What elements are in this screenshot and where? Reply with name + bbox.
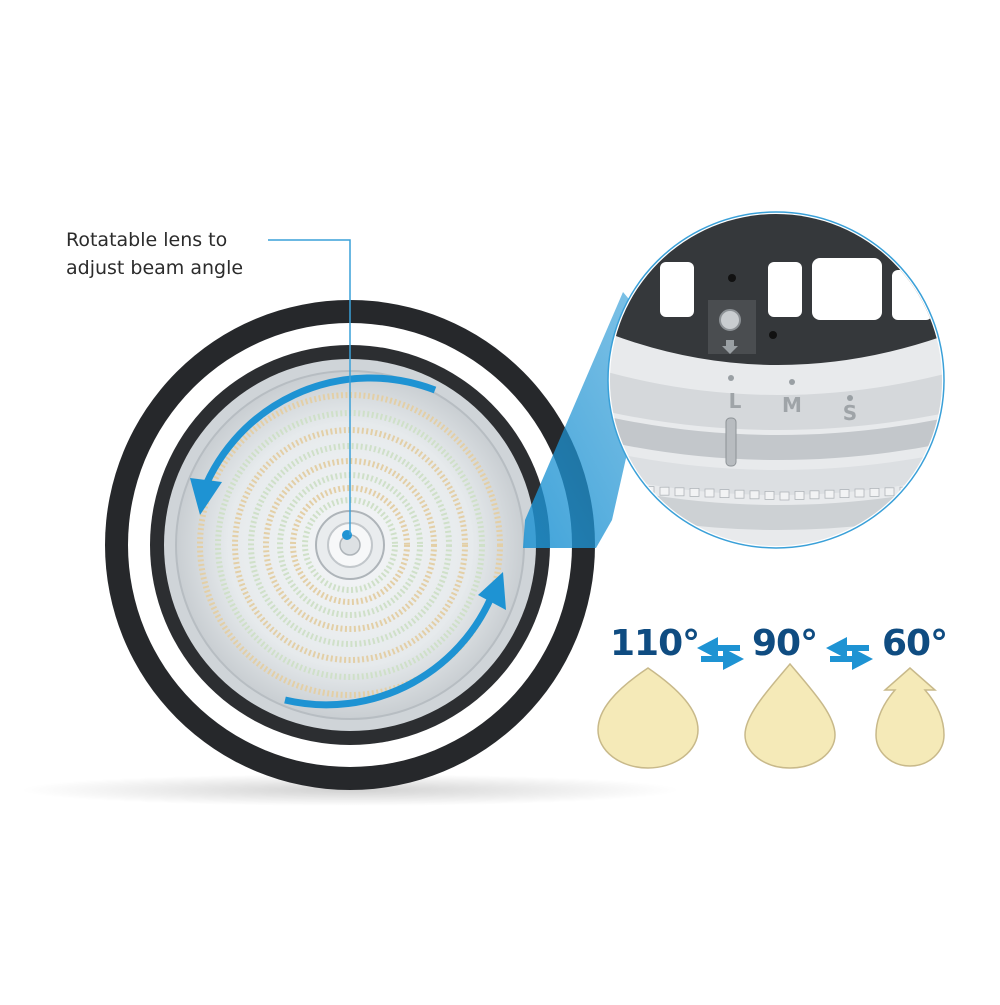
beam-shape-60 [875, 667, 945, 767]
vent-slot [470, 700, 493, 720]
detail-led [659, 486, 670, 496]
beam-shape-90 [744, 662, 836, 769]
detail-magnified-view [607, 211, 945, 549]
vent-slot [207, 370, 230, 390]
vent-slot [151, 625, 169, 648]
vent-slot [470, 370, 493, 390]
detail-led [689, 487, 700, 497]
vent-slot [531, 625, 549, 648]
vent-slot [137, 486, 152, 510]
vent-slot [505, 665, 525, 688]
vent-slot [385, 332, 409, 347]
detail-led [704, 488, 715, 498]
scale-mark-m: M [782, 393, 802, 417]
detail-led [914, 486, 925, 496]
vent-slot [175, 402, 195, 425]
housing-vents [134, 329, 566, 761]
detail-led [674, 487, 685, 497]
detail-led [794, 490, 805, 500]
lens-slider-handle [725, 417, 737, 467]
detail-led [809, 490, 820, 500]
detail-led [869, 487, 880, 497]
swap-arrows-icon [826, 637, 873, 670]
detail-led [734, 489, 745, 499]
vent-slot [430, 346, 453, 364]
vent-slot [207, 700, 230, 720]
led-ring [248, 443, 452, 647]
scale-mark-s: S [843, 401, 857, 425]
detail-led [749, 490, 760, 500]
led-ring [290, 485, 410, 605]
swap-arrows-icon [697, 637, 744, 670]
led-ring [263, 458, 437, 632]
detail-led [824, 489, 835, 499]
vent-slot [247, 346, 270, 364]
scale-mark-l: L [729, 389, 742, 413]
detail-led [839, 489, 850, 499]
rotation-arrowhead-icon [478, 572, 506, 610]
callout-line-2: adjust beam angle [66, 257, 244, 279]
beam-angle-110-label: 110° [610, 623, 700, 664]
vent-slot [505, 402, 525, 425]
screw-icon [719, 309, 741, 331]
detail-led [779, 491, 790, 501]
vent-slot [291, 743, 315, 758]
detail-led [629, 485, 640, 495]
vent-slot [175, 665, 195, 688]
beam-angle-60-label: 60° [882, 623, 948, 664]
down-arrow-icon [722, 340, 738, 354]
detail-led [929, 485, 940, 495]
vent-slot [385, 743, 409, 758]
vent-slot [430, 726, 453, 744]
rotation-arrow-icon [284, 583, 500, 709]
detail-led [884, 487, 895, 497]
beam-shape-110 [597, 667, 699, 769]
vent-slot [291, 332, 315, 347]
vent-slot [548, 580, 563, 604]
detail-led [719, 489, 730, 499]
detail-led [854, 488, 865, 498]
vent-slot [247, 726, 270, 744]
callout-leader-line [268, 239, 351, 535]
vent-slot [531, 442, 549, 465]
callout-line-1: Rotatable lens to [66, 229, 228, 251]
rotation-arrowhead-icon [190, 478, 222, 515]
vent-slot [134, 534, 144, 556]
detail-led [764, 490, 775, 500]
vent-slot [137, 580, 152, 604]
vent-slot [151, 442, 169, 465]
beam-angle-90-label: 90° [752, 623, 818, 664]
lens-callout: Rotatable lens to adjust beam angle [66, 226, 306, 282]
rotation-arrow-icon [196, 374, 437, 502]
vent-slot [339, 751, 361, 761]
